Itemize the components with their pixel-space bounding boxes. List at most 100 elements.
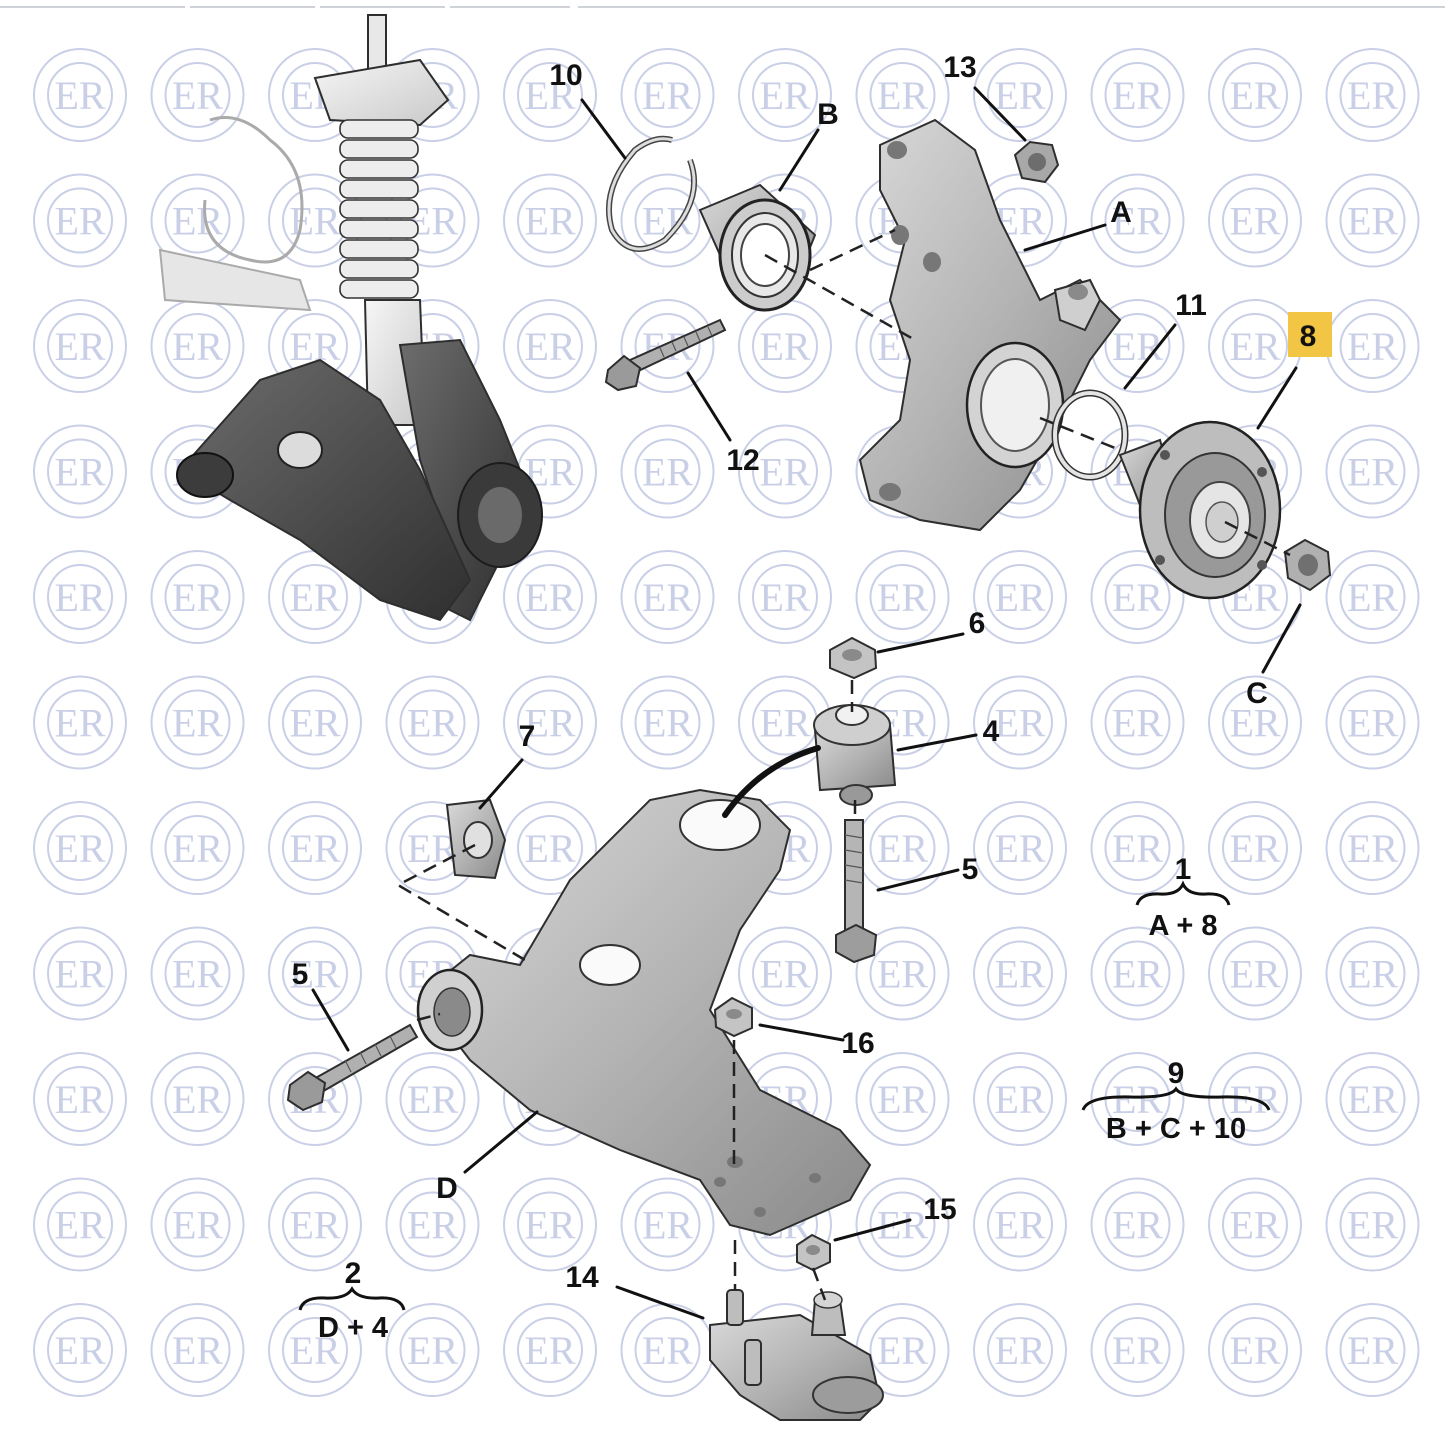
- watermark-stamp: ER: [150, 926, 245, 1021]
- circlip-part: [606, 135, 698, 252]
- svg-text:ER: ER: [1112, 199, 1163, 244]
- o-ring-part: [1051, 389, 1129, 481]
- watermark-stamp: ER: [150, 1052, 245, 1146]
- nut-6-part: [829, 636, 878, 680]
- svg-text:ER: ER: [1112, 1077, 1163, 1122]
- callout-11: 11: [1175, 289, 1207, 322]
- svg-text:ER: ER: [642, 1328, 693, 1373]
- watermark-stamp: ER: [33, 48, 127, 142]
- kit-9-contents: B + C + 10: [1106, 1113, 1246, 1145]
- nut-16-part: [713, 996, 753, 1038]
- svg-text:ER: ER: [642, 73, 693, 118]
- watermark-stamp: ER: [503, 173, 597, 268]
- svg-text:ER: ER: [54, 324, 105, 369]
- kit-1-contents: A + 8: [1148, 910, 1217, 942]
- bracket-7-part: [445, 798, 507, 880]
- watermark-stamp: ER: [268, 173, 362, 268]
- svg-text:ER: ER: [1229, 1203, 1280, 1248]
- svg-text:ER: ER: [1347, 1077, 1398, 1122]
- watermark-stamp: ER: [738, 926, 832, 1021]
- bolt-5-right-part: [835, 819, 878, 964]
- svg-text:ER: ER: [407, 1203, 458, 1248]
- svg-text:ER: ER: [289, 701, 340, 746]
- watermark-stamp: ER: [33, 1177, 127, 1272]
- watermark-stamp: ER: [1090, 173, 1185, 268]
- svg-text:ER: ER: [172, 324, 223, 369]
- watermark-stamp: ER: [738, 675, 832, 770]
- watermark-stamp: ER: [33, 801, 127, 895]
- svg-text:ER: ER: [877, 575, 928, 620]
- svg-text:ER: ER: [1112, 826, 1163, 871]
- watermark-stamp: ER: [150, 1303, 245, 1397]
- svg-text:ER: ER: [172, 73, 223, 118]
- svg-text:ER: ER: [524, 701, 575, 746]
- watermark-stamp: ER: [503, 299, 597, 393]
- watermark-stamp: ER: [973, 1052, 1067, 1146]
- watermark-stamp: ER: [503, 550, 597, 644]
- bolt-12-part: [604, 318, 727, 392]
- watermark-stamp: ER: [268, 801, 362, 895]
- watermark-stamp: ER: [503, 801, 597, 895]
- watermark-stamp: ER: [385, 675, 480, 770]
- svg-text:ER: ER: [524, 1203, 575, 1248]
- svg-text:ER: ER: [54, 199, 105, 244]
- callout-9: 9: [1168, 1057, 1185, 1090]
- svg-text:ER: ER: [877, 73, 928, 118]
- watermark-stamp: ER: [855, 801, 950, 895]
- kit-2-contents: D + 4: [318, 1312, 388, 1344]
- svg-text:ER: ER: [1229, 199, 1280, 244]
- watermark-stamp: ER: [150, 675, 245, 770]
- watermark-stamp: ER: [1208, 1177, 1302, 1272]
- highlight-box-8: [1288, 312, 1332, 357]
- watermark-stamp: ER: [973, 550, 1067, 644]
- watermark-stamp: ER: [973, 1177, 1067, 1272]
- svg-text:ER: ER: [172, 1077, 223, 1122]
- watermark-stamp: ER: [1325, 675, 1420, 770]
- callout-A: A: [1110, 196, 1132, 229]
- svg-text:ER: ER: [172, 199, 223, 244]
- svg-text:ER: ER: [407, 1077, 458, 1122]
- callout-2: 2: [345, 1257, 362, 1290]
- svg-text:ER: ER: [759, 73, 810, 118]
- watermark-stamp: ER: [1090, 1052, 1185, 1146]
- watermark-stamp: ER: [150, 1177, 245, 1272]
- svg-text:ER: ER: [172, 701, 223, 746]
- svg-text:ER: ER: [1347, 199, 1398, 244]
- watermark-stamp: ER: [1208, 1303, 1302, 1397]
- steering-knuckle-part: [858, 118, 1122, 532]
- watermark-stamp: ER: [973, 1303, 1067, 1397]
- watermark-stamp: ER: [1090, 550, 1185, 644]
- svg-text:ER: ER: [289, 575, 340, 620]
- alignment-lines: [395, 228, 1291, 1301]
- watermark-stamp: ER: [1090, 926, 1185, 1021]
- svg-text:ER: ER: [642, 450, 693, 495]
- watermark-stamp: ER: [268, 926, 362, 1021]
- watermark-stamp: ER: [1325, 926, 1420, 1021]
- wheel-hub-part: [1118, 420, 1282, 600]
- svg-text:ER: ER: [1347, 575, 1398, 620]
- svg-text:ER: ER: [1229, 826, 1280, 871]
- svg-text:ER: ER: [524, 1328, 575, 1373]
- kit-braces: [298, 880, 1271, 1311]
- kit-compositions: A + 8 B + C + 10 D + 4: [318, 910, 1246, 1344]
- svg-text:ER: ER: [172, 575, 223, 620]
- callout-leader-lines: [311, 86, 1302, 1320]
- svg-text:ER: ER: [1229, 1328, 1280, 1373]
- svg-text:ER: ER: [289, 1203, 340, 1248]
- svg-text:ER: ER: [994, 73, 1045, 118]
- svg-text:ER: ER: [1112, 952, 1163, 997]
- hub-nut-part: [1283, 538, 1332, 592]
- svg-text:ER: ER: [524, 324, 575, 369]
- bolt-5-left-part: [286, 1023, 419, 1112]
- svg-text:ER: ER: [524, 575, 575, 620]
- assembly-overview-illustration: [158, 14, 543, 622]
- callout-7: 7: [519, 720, 536, 753]
- watermark-stamp: ER: [1325, 299, 1420, 393]
- svg-text:ER: ER: [1347, 826, 1398, 871]
- watermark-stamp: ER: [973, 926, 1067, 1021]
- watermark-stamp: ER: [738, 550, 832, 644]
- svg-text:ER: ER: [54, 73, 105, 118]
- callout-15: 15: [923, 1193, 956, 1226]
- watermark-stamp: ER: [385, 1303, 480, 1397]
- watermark-stamp: ER: [33, 1303, 127, 1397]
